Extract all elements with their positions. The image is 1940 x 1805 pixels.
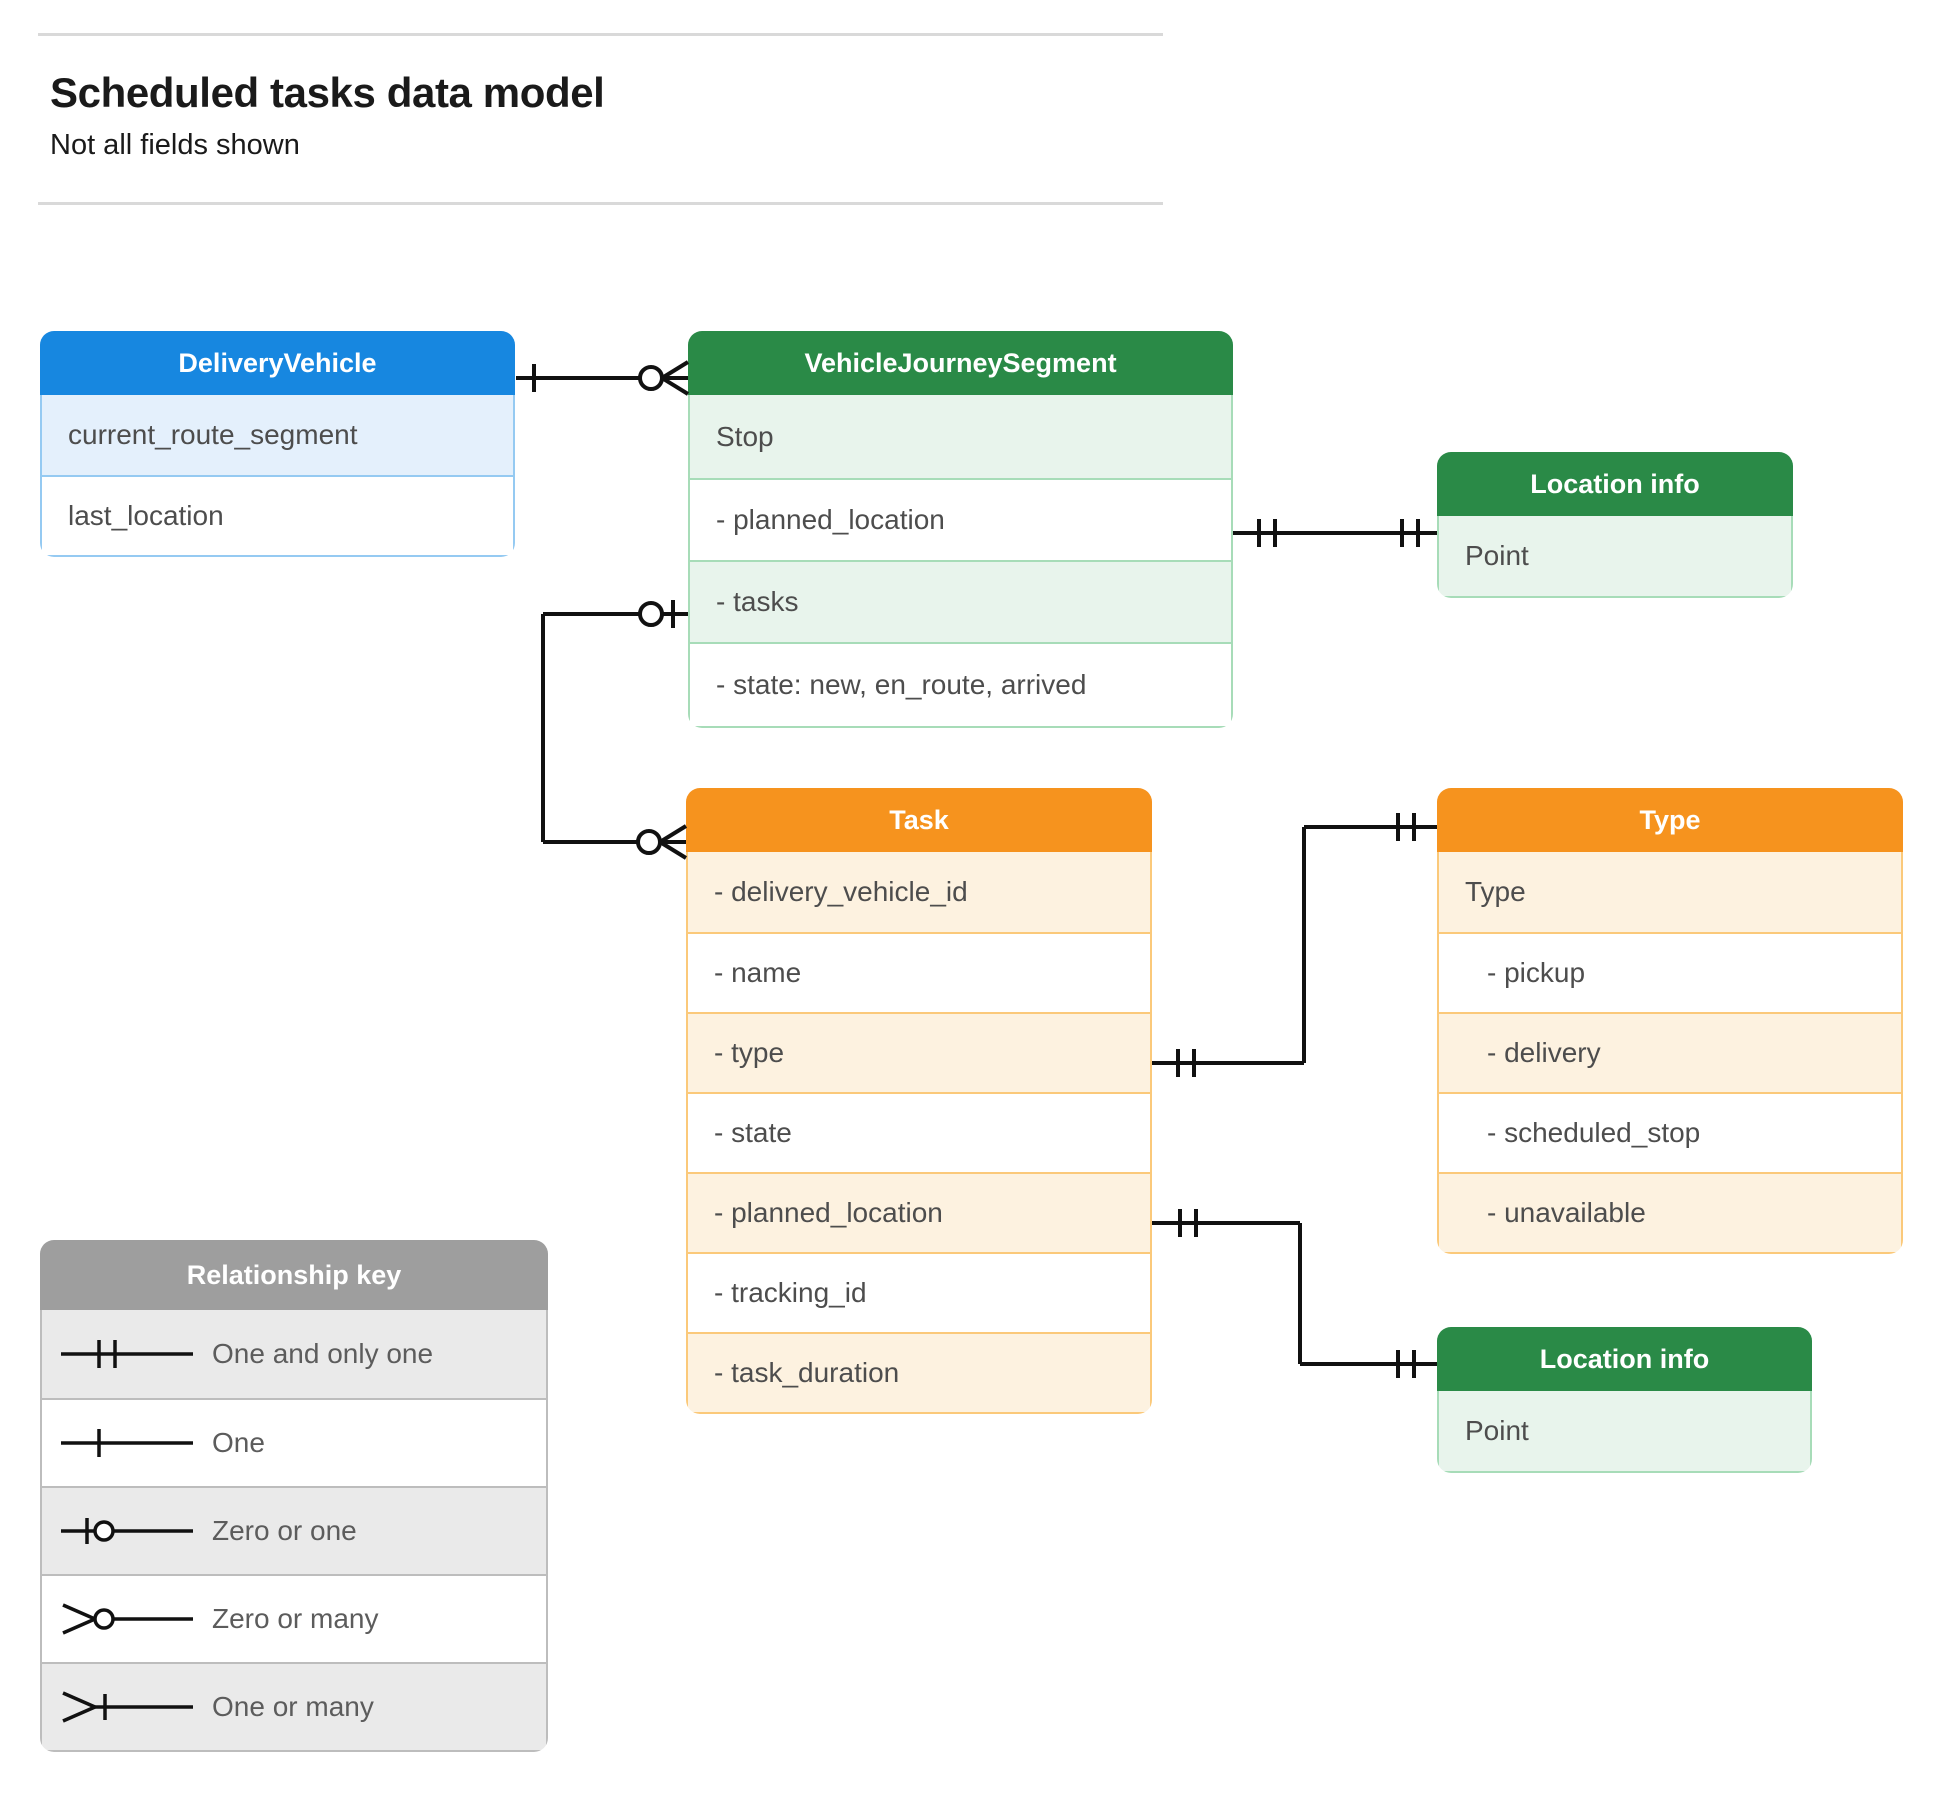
entity-delivery-vehicle[interactable]: DeliveryVehicle current_route_segment la…	[40, 331, 515, 557]
legend-label-one-and-only-one: One and only one	[212, 1338, 434, 1369]
legend-item-one-or-many[interactable]: One or many	[42, 1662, 546, 1750]
entity-type[interactable]: Type Type - pickup - delivery - schedule…	[1437, 788, 1903, 1254]
legend-label-one: One	[212, 1427, 265, 1458]
field-location-point-bottom[interactable]: Point	[1439, 1391, 1810, 1471]
field-current-route-segment[interactable]: current_route_segment	[42, 395, 513, 475]
legend-item-zero-or-one[interactable]: Zero or one	[42, 1486, 546, 1574]
legend-relationship-key[interactable]: Relationship key One and only one	[40, 1240, 548, 1752]
field-stop[interactable]: Stop	[690, 395, 1231, 478]
field-location-point-top[interactable]: Point	[1439, 516, 1791, 596]
legend-item-one[interactable]: One	[42, 1398, 546, 1486]
field-task-delivery-vehicle-id[interactable]: - delivery_vehicle_id	[688, 852, 1150, 932]
entity-header-task: Task	[686, 788, 1152, 852]
connector-task-plannedlocation-locationinfo	[1152, 1209, 1437, 1378]
field-type-scheduled-stop[interactable]: - scheduled_stop	[1439, 1092, 1901, 1172]
entity-rows-location-info-bottom: Point	[1437, 1391, 1812, 1473]
legend-item-zero-or-many[interactable]: Zero or many	[42, 1574, 546, 1662]
entity-rows-vehicle-journey-segment: Stop - planned_location - tasks - state:…	[688, 395, 1233, 728]
connector-task-type	[1152, 813, 1437, 1077]
entity-rows-type: Type - pickup - delivery - scheduled_sto…	[1437, 852, 1903, 1254]
page-subtitle: Not all fields shown	[50, 129, 300, 161]
entity-rows-delivery-vehicle: current_route_segment last_location	[40, 395, 515, 557]
field-vjs-planned-location[interactable]: - planned_location	[690, 478, 1231, 560]
header-divider-bottom	[38, 202, 1163, 205]
field-type-unavailable[interactable]: - unavailable	[1439, 1172, 1901, 1252]
one-icon	[42, 1423, 212, 1463]
field-vjs-tasks[interactable]: - tasks	[690, 560, 1231, 642]
entity-header-vehicle-journey-segment: VehicleJourneySegment	[688, 331, 1233, 395]
connector-vjs-plannedlocation-locationinfo	[1233, 519, 1437, 547]
field-task-type[interactable]: - type	[688, 1012, 1150, 1092]
field-type-delivery[interactable]: - delivery	[1439, 1012, 1901, 1092]
field-task-task-duration[interactable]: - task_duration	[688, 1332, 1150, 1412]
page-title: Scheduled tasks data model	[50, 69, 605, 116]
zero-or-one-icon	[42, 1511, 212, 1551]
header-divider-top	[38, 33, 1163, 36]
entity-header-location-info-bottom: Location info	[1437, 1327, 1812, 1391]
legend-label-one-or-many: One or many	[212, 1691, 374, 1722]
field-task-name[interactable]: - name	[688, 932, 1150, 1012]
zero-or-many-icon	[42, 1599, 212, 1639]
field-task-state[interactable]: - state	[688, 1092, 1150, 1172]
connector-vjs-tasks-task	[541, 600, 688, 860]
entity-header-delivery-vehicle: DeliveryVehicle	[40, 331, 515, 395]
field-vjs-state[interactable]: - state: new, en_route, arrived	[690, 642, 1231, 726]
entity-header-location-info-top: Location info	[1437, 452, 1793, 516]
entity-location-info-top[interactable]: Location info Point	[1437, 452, 1793, 598]
legend-header: Relationship key	[40, 1240, 548, 1310]
field-type-label[interactable]: Type	[1439, 852, 1901, 932]
entity-header-type: Type	[1437, 788, 1903, 852]
entity-task[interactable]: Task - delivery_vehicle_id - name - type…	[686, 788, 1152, 1414]
one-and-only-one-icon	[42, 1334, 212, 1374]
field-task-planned-location[interactable]: - planned_location	[688, 1172, 1150, 1252]
entity-rows-location-info-top: Point	[1437, 516, 1793, 598]
legend-label-zero-or-many: Zero or many	[212, 1603, 379, 1634]
entity-location-info-bottom[interactable]: Location info Point	[1437, 1327, 1812, 1473]
legend-rows: One and only one One	[40, 1310, 548, 1752]
connector-deliveryvehicle-vehiclejourneysegment	[516, 360, 690, 396]
one-or-many-icon	[42, 1687, 212, 1727]
entity-rows-task: - delivery_vehicle_id - name - type - st…	[686, 852, 1152, 1414]
legend-label-zero-or-one: Zero or one	[212, 1515, 357, 1546]
field-last-location[interactable]: last_location	[42, 475, 513, 555]
entity-vehicle-journey-segment[interactable]: VehicleJourneySegment Stop - planned_loc…	[688, 331, 1233, 728]
field-task-tracking-id[interactable]: - tracking_id	[688, 1252, 1150, 1332]
field-type-pickup[interactable]: - pickup	[1439, 932, 1901, 1012]
legend-item-one-and-only-one[interactable]: One and only one	[42, 1310, 546, 1398]
